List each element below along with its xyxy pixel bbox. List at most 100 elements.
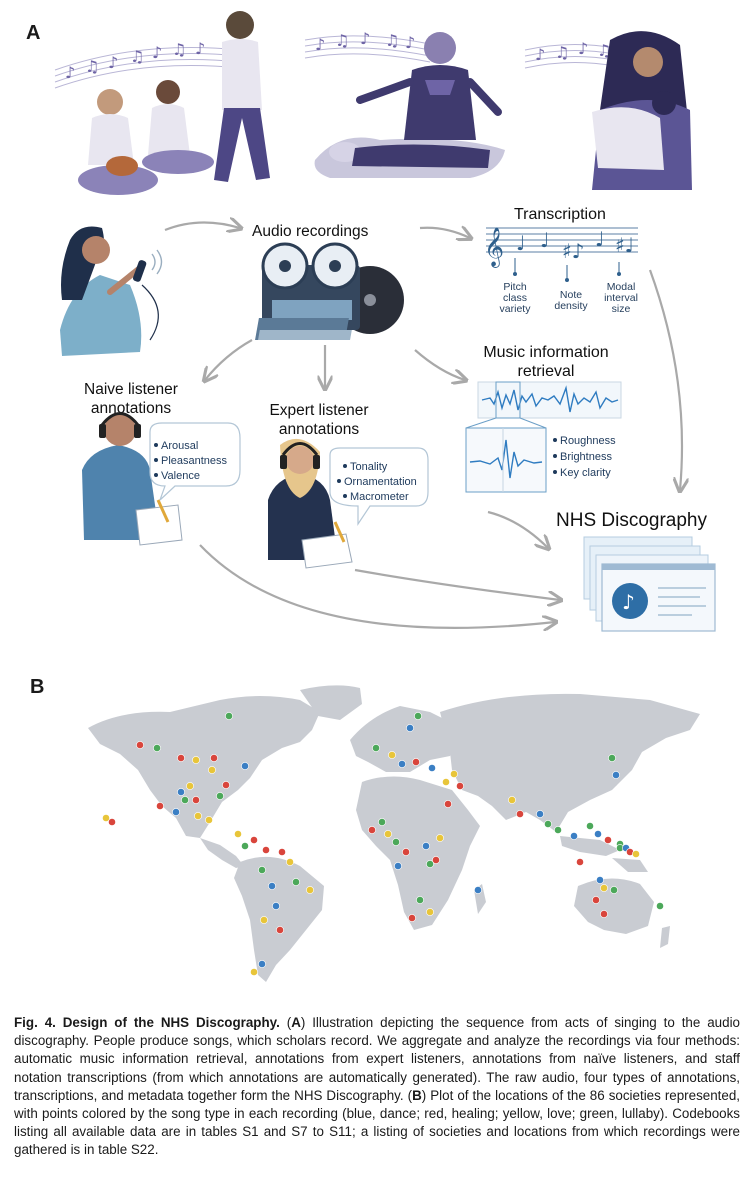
society-point-healing: [250, 836, 258, 844]
arrow-transcription-to-discography: [648, 269, 682, 490]
society-point-dance: [612, 771, 620, 779]
music-staff-left: [54, 47, 241, 89]
society-point-lullaby: [544, 820, 552, 828]
svg-text:♪: ♪: [578, 39, 588, 58]
society-point-love: [436, 834, 444, 842]
society-point-healing: [412, 758, 420, 766]
mir-item-3: Key clarity: [560, 467, 611, 479]
caption-fig-label: Fig. 4. Design of the NHS Discography.: [14, 1015, 280, 1030]
svg-text:♩: ♩: [595, 227, 604, 251]
society-point-dance: [172, 808, 180, 816]
society-point-dance: [177, 788, 185, 796]
society-point-love: [632, 850, 640, 858]
naive-bubble: Arousal Pleasantness Valence: [149, 422, 241, 501]
caption-text-3: ) Plot of the locations of the 86 societ…: [14, 1087, 741, 1158]
feature-1-line-3: variety: [500, 303, 532, 315]
society-point-love: [186, 782, 194, 790]
flow-arrows: [164, 222, 682, 627]
society-point-lullaby: [586, 822, 594, 830]
society-point-love: [208, 766, 216, 774]
society-point-lullaby: [610, 886, 618, 894]
society-point-love: [205, 816, 213, 824]
musicians-illustration: [78, 11, 270, 195]
svg-text:♫: ♫: [335, 31, 349, 50]
svg-text:♫: ♫: [555, 43, 569, 62]
singing-scenes: ♪♫♪♫♪♫♪ ♪♫♪♫♪ ♪♫♪♫: [54, 11, 692, 195]
society-point-love: [286, 858, 294, 866]
mir-item-2: Brightness: [560, 451, 612, 463]
land-masses: [88, 685, 700, 982]
arrow-audio-to-mir: [414, 349, 465, 380]
mir-item-1: Roughness: [560, 435, 616, 447]
society-point-healing: [444, 800, 452, 808]
caption-text-1: (: [279, 1015, 292, 1030]
figure-caption: Fig. 4. Design of the NHS Discography. (…: [14, 1014, 740, 1160]
svg-text:♫: ♫: [85, 57, 99, 76]
society-point-dance: [594, 830, 602, 838]
discography-label: NHS Discography: [556, 510, 707, 531]
society-point-lullaby: [372, 744, 380, 752]
society-point-love: [600, 884, 608, 892]
society-point-healing: [432, 856, 440, 864]
society-point-lullaby: [153, 744, 161, 752]
africa: [356, 776, 480, 930]
society-point-lullaby: [554, 826, 562, 834]
society-point-love: [384, 830, 392, 838]
caption-letter-a: A: [291, 1015, 301, 1030]
society-point-lullaby: [416, 896, 424, 904]
society-point-lullaby: [241, 842, 249, 850]
svg-text:♪: ♪: [152, 43, 162, 62]
society-point-healing: [402, 848, 410, 856]
waveform: [465, 381, 622, 493]
new-zealand: [660, 926, 670, 948]
society-point-love: [426, 908, 434, 916]
society-point-healing: [456, 782, 464, 790]
society-point-dance: [268, 882, 276, 890]
society-point-healing: [156, 802, 164, 810]
arrow-recorder-to-audio: [164, 222, 240, 230]
society-point-healing: [408, 914, 416, 922]
arrow-mir-to-discography: [487, 510, 548, 548]
society-point-love: [194, 812, 202, 820]
society-point-love: [306, 886, 314, 894]
feature-2-line-1: Note: [560, 289, 582, 301]
music-note-icon: ♪: [622, 590, 635, 614]
asia: [440, 693, 700, 832]
society-point-dance: [474, 886, 482, 894]
se-asia-islands: [560, 836, 620, 856]
society-point-love: [260, 916, 268, 924]
society-point-lullaby: [392, 838, 400, 846]
arrow-audio-to-transcription: [419, 228, 470, 238]
expert-title-line-1: Expert listener: [269, 402, 368, 419]
naive-listener-illustration: [82, 412, 183, 546]
naive-item-1: Arousal: [161, 440, 198, 452]
society-point-dance: [258, 960, 266, 968]
expert-title-line-2: annotations: [279, 421, 359, 438]
society-point-love: [192, 756, 200, 764]
reel-to-reel-illustration: [255, 242, 404, 340]
figure-canvas: ♪♫♪♫♪♫♪ ♪♫♪♫♪ ♪♫♪♫: [54, 11, 716, 982]
mir-title-line-2: retrieval: [518, 363, 575, 380]
feature-3-line-2: interval: [604, 292, 638, 304]
society-point-dance: [394, 862, 402, 870]
panel-b-letter: B: [30, 676, 45, 698]
naive-item-3: Valence: [161, 470, 200, 482]
transcription-features: Pitch class variety Note density Modal i…: [500, 281, 638, 315]
society-point-lullaby: [216, 792, 224, 800]
society-point-lullaby: [378, 818, 386, 826]
australia: [574, 878, 654, 934]
society-point-lullaby: [225, 712, 233, 720]
audio-recordings-label: Audio recordings: [252, 223, 369, 240]
society-point-lullaby: [608, 754, 616, 762]
naive-item-2: Pleasantness: [161, 455, 228, 467]
svg-text:♯♪: ♯♪: [562, 239, 584, 263]
society-point-love: [102, 814, 110, 822]
naive-bullets: [154, 443, 158, 477]
expert-item-2: Ornamentation: [344, 476, 417, 488]
caption-text-2: ) Illustration depicting the sequence fr…: [14, 1015, 740, 1103]
society-point-healing: [276, 926, 284, 934]
society-point-healing: [108, 818, 116, 826]
society-point-healing: [604, 836, 612, 844]
society-point-dance: [428, 764, 436, 772]
society-point-dance: [570, 832, 578, 840]
